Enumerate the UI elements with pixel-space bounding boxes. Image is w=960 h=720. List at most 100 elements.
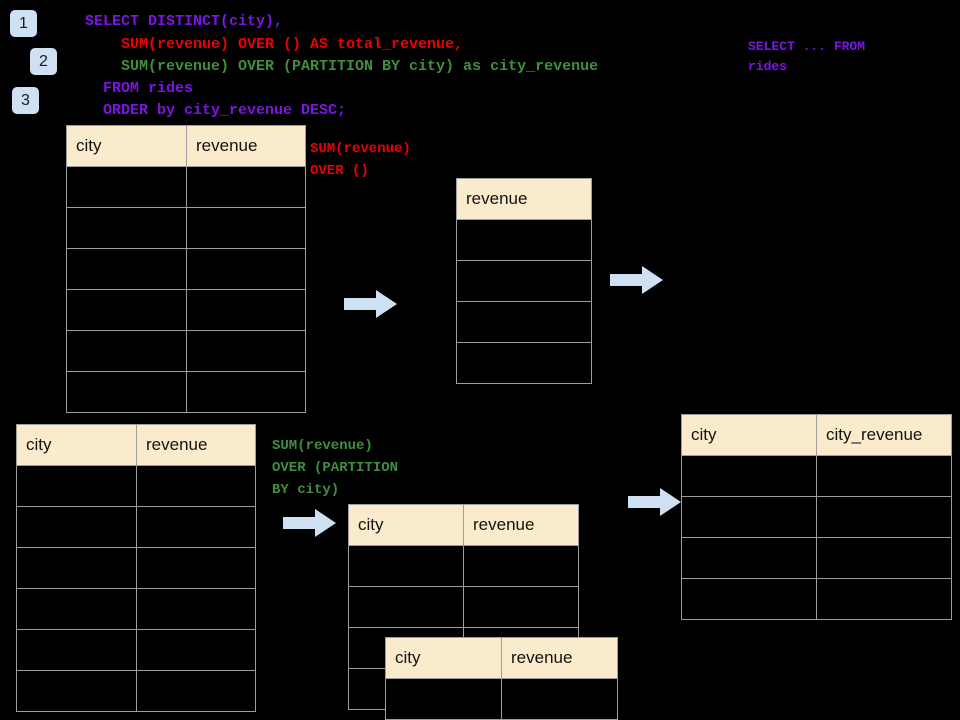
table-cell — [681, 455, 817, 497]
table-header-row: revenue — [456, 178, 592, 220]
arrow-bottom-left-icon — [283, 509, 336, 537]
table-row — [16, 465, 256, 507]
sql-line-select-distinct: SELECT DISTINCT(city), — [85, 13, 284, 30]
annotation-sum-over-partition: SUM(revenue) OVER (PARTITION BY city) — [272, 438, 399, 498]
table-cell — [16, 547, 137, 589]
table-row — [681, 455, 952, 497]
table-total-revenue-body: revenue — [456, 178, 592, 384]
table-cell — [816, 537, 952, 579]
table-row — [66, 371, 306, 413]
arrow-top-right-icon — [610, 266, 663, 294]
table-cell — [66, 289, 187, 331]
table-cell — [816, 578, 952, 620]
column-header: revenue — [501, 637, 618, 679]
table-cell — [186, 289, 306, 331]
table-row — [456, 260, 592, 302]
table-row — [348, 545, 579, 587]
table-cell — [66, 371, 187, 413]
column-header: city — [16, 424, 137, 466]
table-cell — [186, 248, 306, 290]
column-header: city — [385, 637, 502, 679]
column-header: city — [348, 504, 464, 546]
table-cell — [16, 588, 137, 630]
table-cell — [681, 496, 817, 538]
table-cell — [16, 465, 137, 507]
sql-line-order-by: ORDER by city_revenue DESC; — [85, 102, 347, 119]
table-row — [456, 342, 592, 384]
table-cell — [385, 678, 502, 720]
table-row — [66, 207, 306, 249]
table-cell — [136, 588, 256, 630]
arrow-top-left-icon — [344, 290, 397, 318]
table-cell — [66, 207, 187, 249]
column-header: city — [66, 125, 187, 167]
table-cell — [456, 301, 592, 343]
table-row — [681, 537, 952, 579]
table-cell — [136, 670, 256, 712]
table-cell — [501, 678, 618, 720]
table-row — [16, 629, 256, 671]
sql-line-sum-over-empty: SUM(revenue) OVER () AS total_revenue, — [85, 36, 464, 53]
table-cell — [136, 547, 256, 589]
table-cell — [816, 455, 952, 497]
table-cell — [16, 670, 137, 712]
column-header: revenue — [186, 125, 306, 167]
table-cell — [456, 260, 592, 302]
sql-line-from: FROM rides — [85, 80, 194, 97]
table-cell — [136, 629, 256, 671]
table-row — [456, 301, 592, 343]
table-total-revenue: revenue — [456, 178, 592, 384]
table-row — [16, 670, 256, 712]
table-row — [456, 219, 592, 261]
table-cell — [66, 166, 187, 208]
table-cell — [463, 545, 579, 587]
side-note-select-from-rides: SELECT ... FROM rides — [748, 39, 866, 74]
table-cell — [816, 496, 952, 538]
table-cell — [186, 207, 306, 249]
table-cell — [136, 506, 256, 548]
table-cell — [186, 330, 306, 372]
column-header: city_revenue — [816, 414, 952, 456]
table-cell — [66, 248, 187, 290]
table-row — [681, 496, 952, 538]
step-badge-2: 2 — [30, 48, 57, 75]
table-row — [348, 586, 579, 628]
table-cell — [16, 506, 137, 548]
table-row — [66, 248, 306, 290]
table-cell — [456, 219, 592, 261]
table-row — [681, 578, 952, 620]
table-cell — [16, 629, 137, 671]
table-cell — [136, 465, 256, 507]
column-header: city — [681, 414, 817, 456]
table-cell — [681, 537, 817, 579]
table-cell — [681, 578, 817, 620]
table-row — [385, 678, 618, 720]
annotation-sum-over-empty: SUM(revenue) OVER () — [310, 141, 411, 179]
table-cell — [186, 166, 306, 208]
column-header: revenue — [456, 178, 592, 220]
table-row — [16, 547, 256, 589]
table-cell — [186, 371, 306, 413]
sql-line-sum-over-partition: SUM(revenue) OVER (PARTITION BY city) as… — [85, 58, 599, 75]
table-cell — [66, 330, 187, 372]
arrow-bottom-right-icon — [628, 488, 681, 516]
table-row — [66, 289, 306, 331]
table-cell — [348, 545, 464, 587]
column-header: revenue — [463, 504, 579, 546]
table-cell — [456, 342, 592, 384]
step-badge-1: 1 — [10, 10, 37, 37]
table-row — [16, 506, 256, 548]
column-header: revenue — [136, 424, 256, 466]
